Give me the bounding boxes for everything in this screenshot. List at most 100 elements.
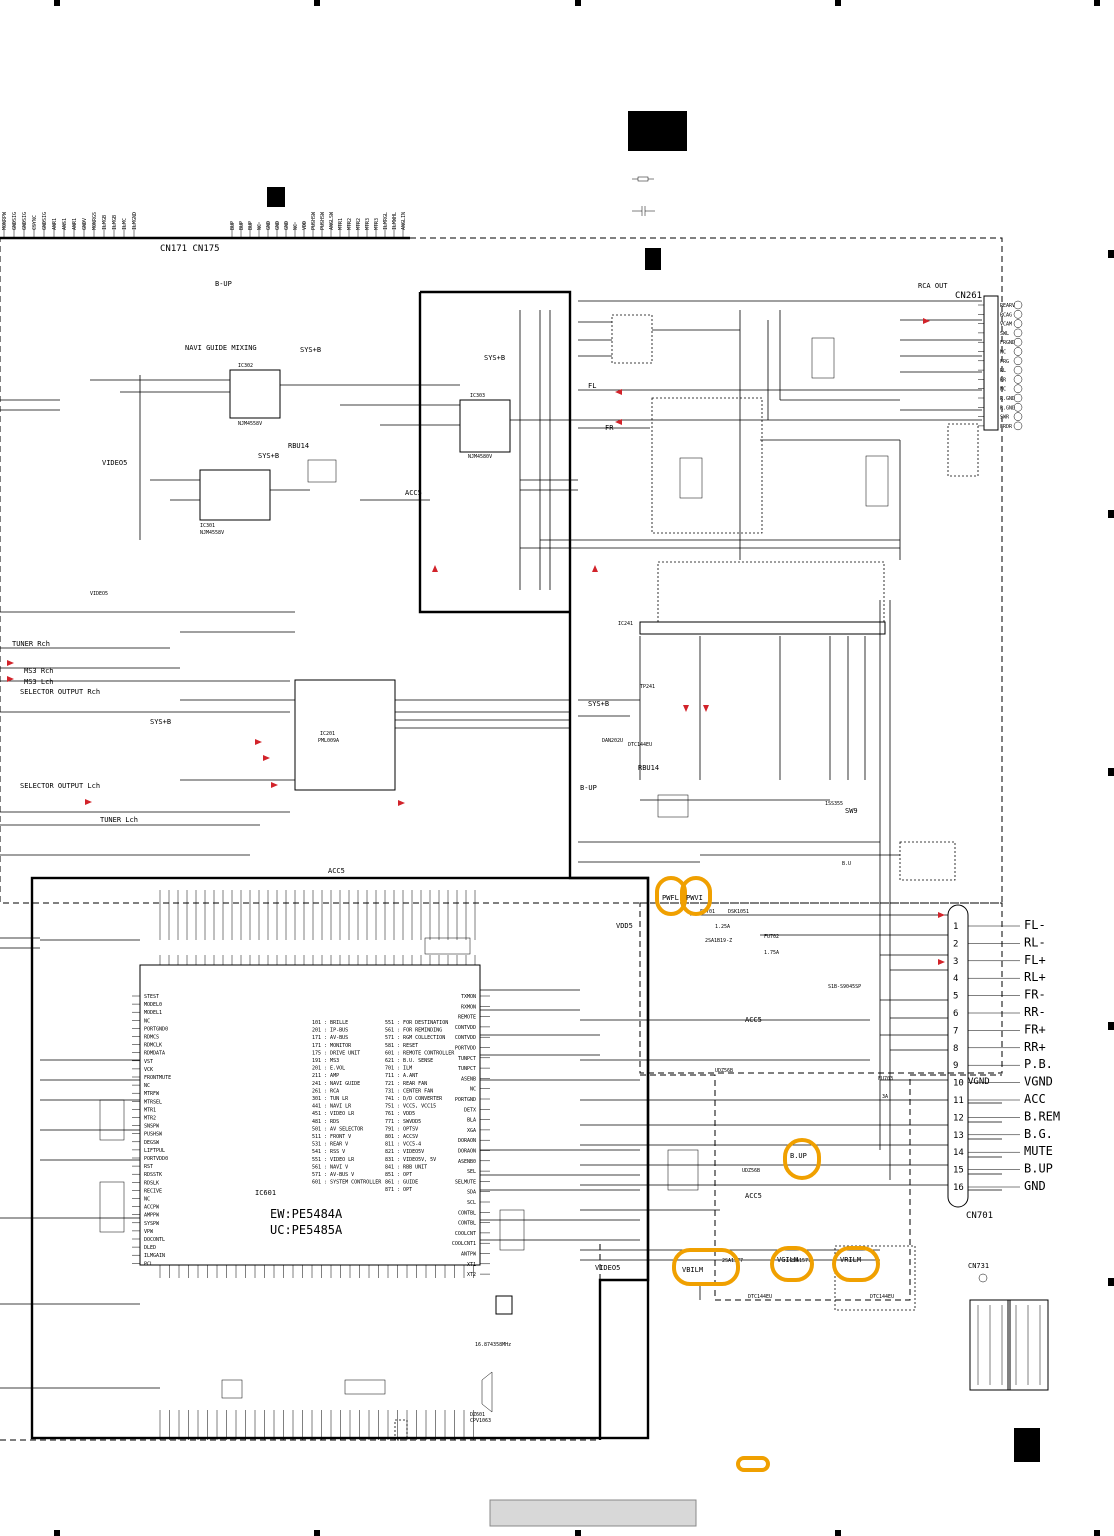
dan-part: DAN202U	[602, 738, 623, 744]
board-outline-right	[639, 902, 1003, 1074]
ic601-right-pin: ANTPW	[461, 1252, 477, 1258]
vdd05-label: VDD5	[616, 922, 633, 930]
d704-part: UDZ56B	[715, 1068, 733, 1074]
q245-block-box	[899, 841, 956, 881]
ic601-left-pin: ACCPW	[144, 1205, 160, 1211]
cn701-pin-number: 5	[953, 992, 958, 1002]
top-pin-label: ILMWHL	[392, 212, 398, 230]
ic601-legend2-line: 601 : REMOTE CONTROLLER	[385, 1050, 455, 1056]
ic601-right-pin: COOLCNT1	[452, 1241, 476, 1247]
ic601-legend2-line: 711 : A.ANT	[385, 1073, 418, 1079]
ic601-legend2-line: 811 : VCC5-4	[385, 1142, 421, 1148]
q753-part: 2SA1577	[790, 1258, 811, 1264]
q752-part: 2SA1577	[722, 1258, 743, 1264]
q754-part: DTC144EU	[870, 1294, 894, 1300]
highlight-bup-text: B.UP	[790, 1152, 807, 1160]
ic601-left-pin: RDMDATA	[144, 1051, 165, 1057]
ic601-right-pin: CONTVDD	[455, 1035, 476, 1041]
ic303-part: NJM4580V	[468, 454, 492, 460]
ic601-left-pin-labels: STESTMODEL0MODEL1NCPORTGND0RDMCSRDMCLKRD…	[132, 994, 171, 1267]
top-pin-label: NC	[257, 224, 263, 230]
rca-pin-label: VCAM	[1000, 322, 1012, 328]
ic601-legend2-line: 801 : ACCSV	[385, 1134, 418, 1140]
pwr-part: DSK1051	[728, 909, 749, 915]
sw9-label: SW9	[845, 807, 858, 815]
sw-diode-part: 1SS355	[825, 801, 843, 807]
ic601-right-pin: XT1	[467, 1262, 476, 1268]
fu702-label: FU702	[764, 934, 779, 940]
ic601-legend-line: 571 : AV-BUS V	[312, 1172, 354, 1178]
ic601-left-pin: RDMCS	[144, 1035, 159, 1041]
ic601-body	[139, 964, 481, 1266]
acc5-label-a: ACC5	[405, 489, 422, 497]
rca-pin-label: SWL	[1000, 331, 1009, 337]
selector-output-lch-label: SELECTOR OUTPUT Lch	[20, 782, 100, 790]
ic601-right-pin: RXMON	[461, 1004, 476, 1010]
zener-part: S1B-S9045SP	[828, 984, 861, 990]
ic601-model-uc: UC:PE5485A	[270, 1223, 343, 1237]
ic601-right-pin: ASENB0	[458, 1159, 476, 1165]
section-marker-b	[267, 187, 285, 207]
cn701-pin-name: FR-	[1024, 988, 1046, 1002]
cn701-pin-name: B.REM	[1024, 1109, 1060, 1123]
top-pin-label: BUP	[248, 221, 254, 230]
rca-jack-icon	[1013, 328, 1023, 338]
fuse-block-box	[947, 423, 979, 477]
ic601-left-pin: RDSLK	[144, 1180, 159, 1186]
ic601-legend2-line: 871 : OPT	[385, 1187, 412, 1193]
cn701-pin-name: GND	[1024, 1179, 1046, 1193]
top-pin-label: ANGLSW	[329, 211, 335, 230]
ic601-left-pin: RECIVE	[144, 1188, 162, 1194]
ic601-left-pin: MODEL0	[144, 1002, 162, 1008]
cn701-pin-name: VGND	[1024, 1075, 1053, 1089]
ic601-left-pin: PORTGND0	[144, 1026, 168, 1032]
buzzer-label: DZ601	[470, 1412, 485, 1418]
ic601-legend-line: 441 : NAVI LR	[312, 1104, 352, 1110]
ms3-rch-label: MS3 Rch	[24, 667, 54, 675]
ic601-legend-line: 531 : REAR V	[312, 1142, 348, 1148]
top-pin-label: GNDV	[82, 218, 88, 230]
ic601-legend2-line: 701 : ILM	[385, 1066, 412, 1072]
top-pin-label: VDD	[302, 221, 308, 230]
ic601-model-ew: EW:PE5484A	[270, 1207, 343, 1221]
top-pin-label: GNDSIG	[42, 212, 48, 230]
ic601-legend2-line: 751 : VCC5, VCC15	[385, 1104, 436, 1110]
top-pin-label: MONRGS	[92, 212, 98, 230]
rca-connector-body	[983, 295, 999, 431]
crop-marks	[54, 0, 1114, 1536]
ic601-legend2-line: 861 : GUIDE	[385, 1180, 418, 1186]
ic601-bottom-pins	[159, 1265, 474, 1440]
cn701-pin-number: 2	[953, 939, 958, 949]
cn701-pin-number: 1	[953, 922, 958, 932]
ic601-legend-line: 175 : DRIVE UNIT	[312, 1050, 360, 1056]
antenna-jack-icon	[978, 1273, 988, 1283]
ic601-legend-line: 511 : FRONT V	[312, 1134, 351, 1140]
highlight-pwfl	[655, 876, 687, 916]
ic302-part: NJM4558V	[238, 421, 262, 427]
ic601-right-pin: ASENB	[461, 1076, 476, 1082]
d705-part: UDZ56B	[742, 1168, 760, 1174]
acc5-label-d: ACC5	[745, 1192, 762, 1200]
ic601-legend2-line: 831 : VIDEO5V, 5V	[385, 1157, 436, 1163]
highlight-vbilm	[672, 1248, 740, 1286]
antenna-connector-body-a	[969, 1299, 1011, 1391]
rca-jack-icon	[1013, 403, 1023, 412]
ic302-label: IC302	[238, 363, 253, 369]
bup-label-2: B-UP	[580, 784, 597, 792]
ic601-left-pin: MTRSEL	[144, 1099, 162, 1105]
video05-label-a: VIDEO5	[102, 459, 127, 467]
ms3-lch-label: MS3 Lch	[24, 678, 54, 686]
top-pin-label: PUSHSW	[311, 211, 317, 230]
crystal-x601-icon	[495, 1295, 513, 1315]
navi-guide-label: NAVI GUIDE MIXING	[185, 344, 257, 352]
ic601-left-pin: ILMGAIN	[144, 1253, 165, 1259]
board-edge-upper	[418, 292, 570, 614]
connector-label-cn171: CN171 CN175	[160, 244, 220, 254]
ic601-right-pin: PORTVDD	[455, 1046, 476, 1052]
ic601-legend2-line: 791 : OPTSV	[385, 1126, 418, 1132]
ic601-legend-line: 481 : RDS	[312, 1119, 339, 1125]
ic601-left-pin: MTR1	[144, 1107, 156, 1113]
